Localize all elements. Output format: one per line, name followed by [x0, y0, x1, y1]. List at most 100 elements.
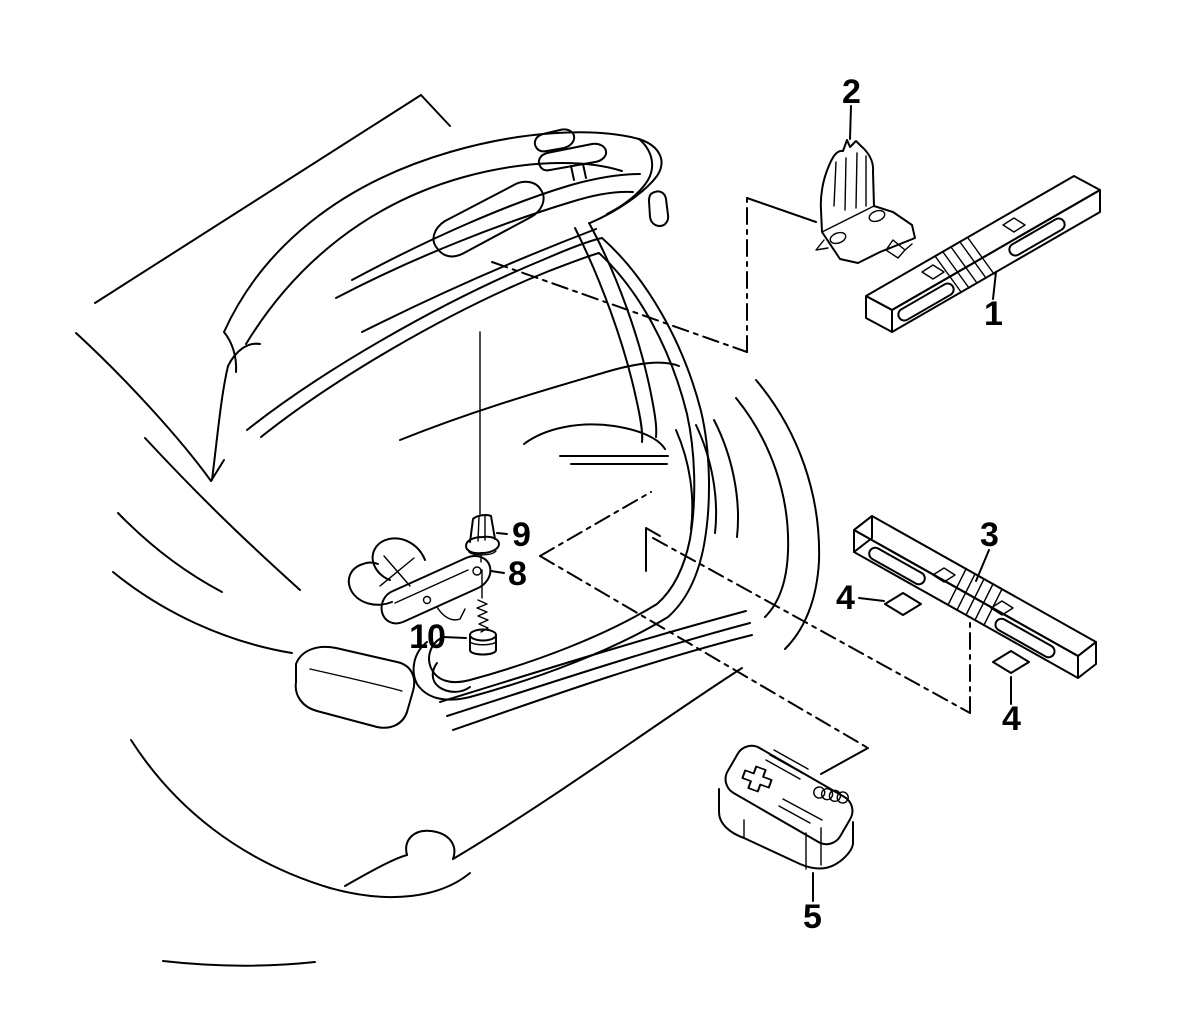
exhaust-notch: [405, 829, 456, 860]
audi-rings-icon: [813, 786, 849, 804]
trunk-lid-t-slot-stem: [570, 163, 587, 181]
callout-8[interactable]: 8: [508, 555, 527, 593]
rail3-slot-right: [994, 617, 1056, 659]
floor-section-line-1: [539, 491, 652, 557]
wheel-arch-1: [735, 397, 790, 618]
trunk-lid-panel-line-2: [335, 190, 634, 299]
hook-strap-inner-line: [394, 569, 469, 604]
hook-upper-prong: [371, 537, 426, 581]
hook-rivet: [422, 595, 432, 605]
assembly-axis-lines: [479, 331, 483, 599]
bracket-ribs: [833, 152, 867, 211]
clip-flange: [465, 535, 500, 555]
rail3-end-cap-left: [853, 515, 873, 553]
aperture-seal-outer: [246, 237, 711, 701]
rail3-end-cap-right: [1077, 641, 1097, 679]
part-2-bracket: [815, 139, 916, 264]
rail1-ribs: [934, 237, 995, 293]
part-5-first-aid-kit: [718, 744, 854, 870]
clip-top: [472, 514, 492, 520]
aperture-corner-arc: [431, 662, 471, 693]
firstaid-box-side: [718, 788, 854, 870]
hinge-arm-1: [574, 227, 644, 443]
tail-light-pocket: [294, 645, 416, 729]
leader-9: [496, 532, 508, 535]
leader-2: [849, 105, 852, 140]
hook-tab: [436, 606, 466, 621]
trunk-lid-inner-edge: [245, 161, 623, 345]
trunk-lid-slot: [432, 180, 545, 258]
bracket-hole-right: [868, 209, 886, 223]
rail3-arrow-diamond-left: [932, 567, 956, 583]
hinge-arm-2: [588, 222, 658, 438]
rear-window-edge: [420, 94, 451, 127]
trunk-lid-top-slot: [533, 128, 576, 153]
callout-1[interactable]: 1: [984, 295, 1003, 333]
callout-10[interactable]: 10: [409, 618, 446, 656]
aperture-seal-inner: [260, 252, 696, 684]
firstaid-box-lines-top: [765, 749, 809, 780]
sill-line-1: [439, 610, 747, 703]
leader-part5-link: [820, 747, 869, 775]
callout-4-bottom[interactable]: 4: [1002, 700, 1021, 738]
part-8-luggage-hook: [347, 537, 492, 625]
reference-line-to-part2: [491, 261, 748, 353]
first-aid-cross-icon: [741, 765, 773, 793]
firstaid-box-seams: [743, 819, 822, 870]
leader-lines: [442, 105, 1012, 902]
shelf-rear-edge: [361, 228, 597, 333]
trunk-lid-corner-curl: [606, 138, 654, 215]
hinge-channel-3: [227, 342, 261, 367]
callout-4-left[interactable]: 4: [836, 579, 855, 617]
leader-8: [490, 570, 505, 574]
leader-4a: [858, 597, 885, 602]
hook-strap: [380, 555, 492, 625]
leader-10: [442, 636, 467, 639]
callout-2[interactable]: 2: [842, 73, 861, 111]
reference-line-to-part5: [539, 555, 869, 749]
hinge-corner-tip: [210, 459, 225, 482]
rear-panel-edge-left: [344, 854, 408, 887]
callout-3[interactable]: 3: [980, 516, 999, 554]
rail3-arrow-diamond-right: [990, 600, 1014, 616]
c-pillar-line: [75, 332, 212, 482]
bracket-base-edge: [821, 205, 875, 233]
rail1-end-cap: [865, 295, 893, 333]
part-4-adhesive-pads: [884, 592, 1030, 674]
sill-line-3: [452, 634, 753, 731]
part-3-loading-rail: [853, 515, 1097, 679]
screw-head-collar: [469, 640, 497, 646]
quarter-panel-crease: [144, 437, 301, 591]
clip-flange-lip: [468, 550, 497, 556]
callout-9[interactable]: 9: [512, 516, 531, 554]
rail3-slot-left: [868, 546, 926, 586]
clip-body-sides: [469, 515, 496, 543]
screw-threads: [476, 599, 489, 633]
rail3-top-face: [853, 515, 1097, 657]
rail1-arrow-diamond-left: [921, 264, 945, 280]
pad-left: [884, 592, 922, 616]
pad-bottom: [992, 650, 1030, 674]
firstaid-box-lines-bottom: [778, 798, 823, 824]
hook-lower-prong: [347, 561, 393, 606]
car-rear-line-art: [75, 94, 821, 967]
quarter-panel-line: [117, 512, 223, 593]
shelf-trim-curve: [523, 423, 666, 450]
bracket-hole-left: [829, 231, 847, 245]
rail1-slot-right: [1008, 217, 1066, 257]
trunk-lid-t-slot: [537, 142, 608, 172]
hook-cross-brace: [379, 555, 415, 587]
bracket-spike: [815, 239, 829, 251]
trunk-lid-panel-line-1: [351, 173, 641, 281]
rail3-ribs: [947, 568, 1003, 626]
sill-line-2: [446, 622, 751, 717]
roof-line: [94, 94, 422, 304]
rail1-arrow-diamond-right: [1002, 217, 1026, 233]
rail1-slot-left: [897, 282, 955, 322]
wheelhouse-line-1: [675, 429, 694, 530]
trunk-lid-corner-slot: [648, 190, 670, 227]
callout-5[interactable]: 5: [803, 898, 822, 936]
bumper-cut-line: [130, 739, 471, 899]
